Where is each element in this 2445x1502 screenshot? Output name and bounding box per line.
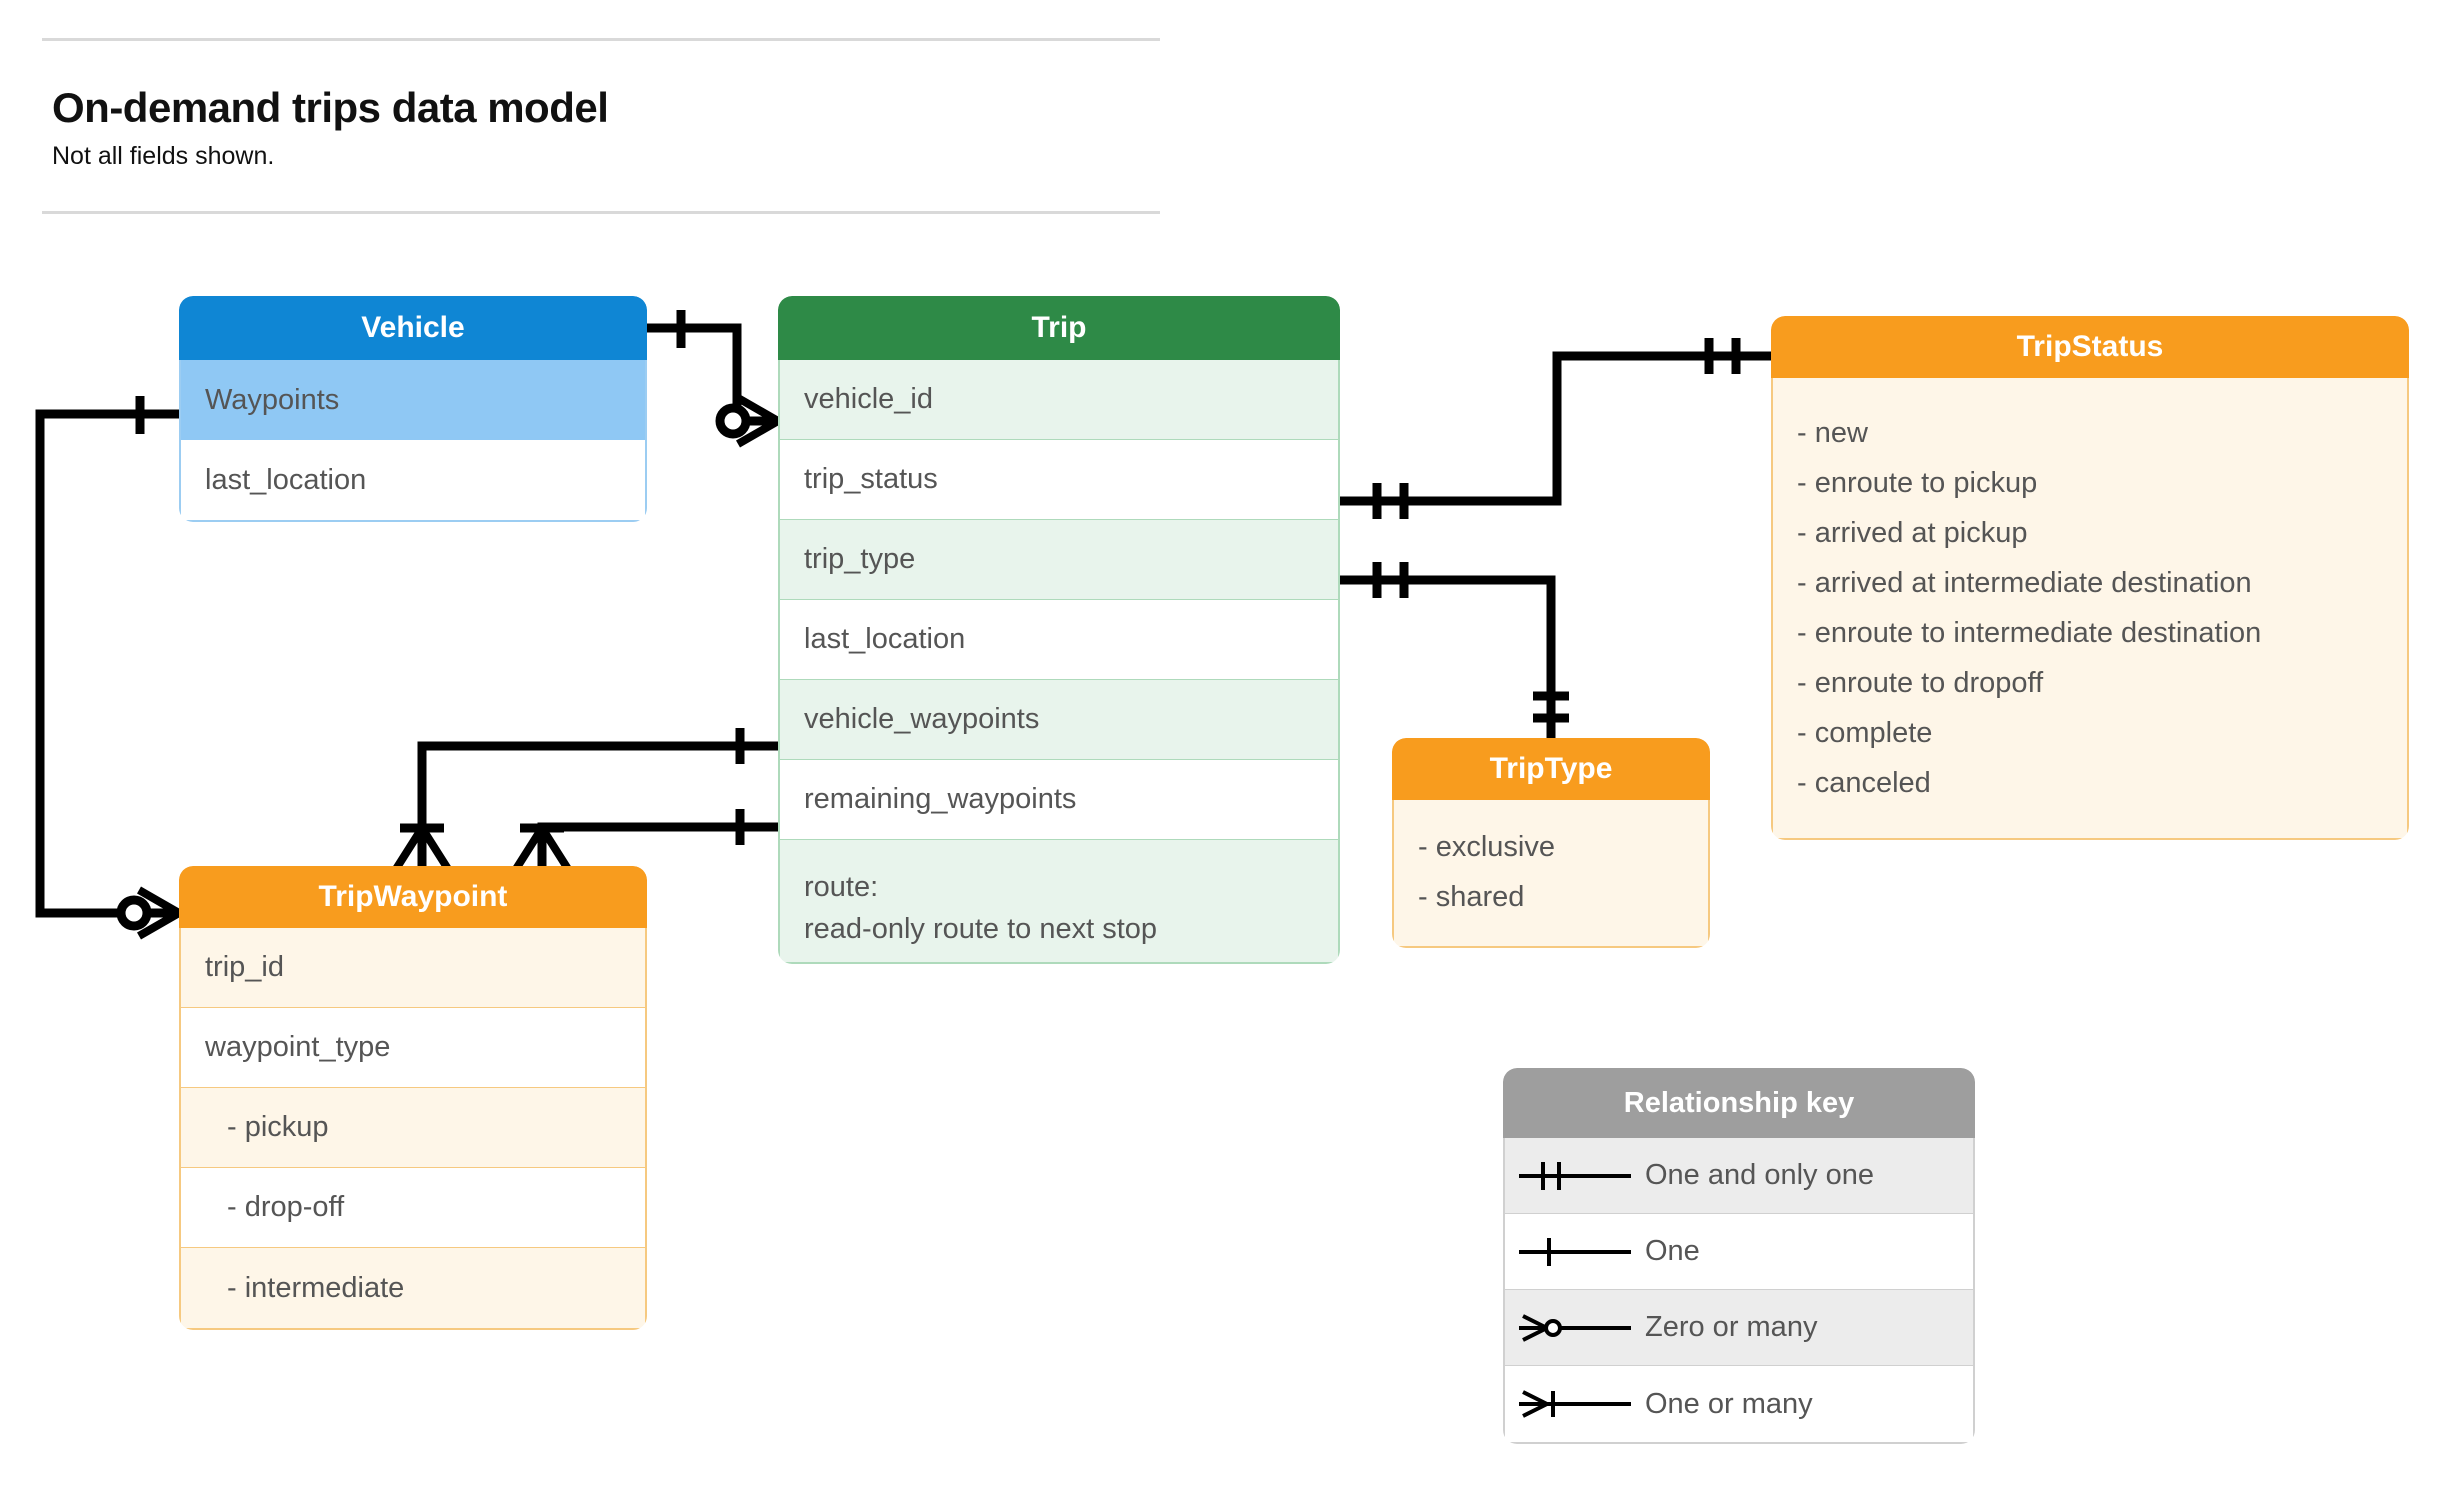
tripstatus-value-arrived-at-intermediate-destination: - arrived at intermediate destination bbox=[1797, 566, 2252, 599]
triptype-value-shared: - shared bbox=[1418, 880, 1525, 913]
connector-tripstatus bbox=[1340, 351, 1771, 506]
legend-row-zero-or-many: Zero or many bbox=[1505, 1290, 1973, 1366]
entity-tripwaypoint[interactable]: TripWaypoint trip_id waypoint_type - pic… bbox=[179, 866, 647, 1330]
connector-remaining-waypoints bbox=[537, 822, 778, 866]
page-title: On-demand trips data model bbox=[52, 84, 609, 131]
entity-trip-body: vehicle_id trip_status trip_type last_lo… bbox=[778, 360, 1340, 964]
tripstatus-value-enroute-to-dropoff: - enroute to dropoff bbox=[1797, 666, 2044, 699]
relationship-key-legend[interactable]: Relationship key One and only one bbox=[1503, 1068, 1975, 1444]
tripstatus-value-new: - new bbox=[1797, 416, 1868, 449]
field-trip-route-label: route: bbox=[804, 871, 879, 903]
entity-vehicle-body: Waypoints last_location bbox=[179, 360, 647, 522]
relationship-key-body: One and only one One bbox=[1503, 1138, 1975, 1444]
waypoint-type-value-drop-off: - drop-off bbox=[181, 1168, 645, 1248]
zero-or-many-icon bbox=[1505, 1308, 1645, 1348]
connector-vehicle-to-trip bbox=[647, 323, 778, 426]
tripstatus-value-enroute-to-intermediate-destination: - enroute to intermediate destination bbox=[1797, 616, 2262, 649]
field-trip-remaining-waypoints[interactable]: remaining_waypoints bbox=[780, 760, 1338, 840]
entity-tripstatus-title: TripStatus bbox=[1771, 316, 2409, 378]
entity-tripstatus[interactable]: TripStatus - new - enroute to pickup - a… bbox=[1771, 316, 2409, 840]
connector-waypoints-to-tripwaypoint bbox=[35, 409, 179, 918]
tripstatus-value-complete: - complete bbox=[1797, 716, 1933, 749]
legend-row-one-or-many: One or many bbox=[1505, 1366, 1973, 1442]
legend-label-one-or-many: One or many bbox=[1645, 1387, 1813, 1420]
field-trip-route[interactable]: route: read-only route to next stop bbox=[780, 840, 1338, 962]
legend-row-one: One bbox=[1505, 1214, 1973, 1290]
header-rule-bottom-wrap bbox=[42, 211, 1162, 215]
field-vehicle-waypoints[interactable]: Waypoints bbox=[181, 360, 645, 440]
field-vehicle-last-location[interactable]: last_location bbox=[181, 440, 645, 520]
crowsfoot-trip-vehicle-id bbox=[732, 394, 780, 448]
one-or-many-icon bbox=[1505, 1384, 1645, 1424]
field-trip-trip-status[interactable]: trip_status bbox=[780, 440, 1338, 520]
legend-label-one: One bbox=[1645, 1235, 1700, 1267]
field-trip-last-location[interactable]: last_location bbox=[780, 600, 1338, 680]
tripstatus-value-arrived-at-pickup: - arrived at pickup bbox=[1797, 516, 2028, 549]
relationship-key-title: Relationship key bbox=[1503, 1068, 1975, 1138]
one-icon bbox=[1505, 1232, 1645, 1272]
tripstatus-value-enroute-to-pickup: - enroute to pickup bbox=[1797, 466, 2038, 499]
header-rule-bottom bbox=[42, 211, 1160, 215]
zero-circle-trip-vehicle-id bbox=[715, 403, 751, 439]
one-and-only-one-icon bbox=[1505, 1156, 1645, 1196]
entity-tripwaypoint-title: TripWaypoint bbox=[179, 866, 647, 928]
field-tripwaypoint-waypoint-type[interactable]: waypoint_type bbox=[181, 1008, 645, 1088]
legend-row-one-and-only-one: One and only one bbox=[1505, 1138, 1973, 1214]
entity-tripwaypoint-body: trip_id waypoint_type - pickup - drop-of… bbox=[179, 928, 647, 1330]
entity-triptype-title: TripType bbox=[1392, 738, 1710, 800]
triptype-value-exclusive: - exclusive bbox=[1418, 830, 1555, 863]
page-header: On-demand trips data model Not all field… bbox=[42, 38, 1162, 215]
legend-label-one-and-only-one: One and only one bbox=[1645, 1159, 1874, 1191]
field-trip-route-description: read-only route to next stop bbox=[804, 913, 1158, 946]
zero-circle-tripwaypoint-header bbox=[116, 895, 152, 931]
waypoint-type-value-pickup: - pickup bbox=[181, 1088, 645, 1168]
field-trip-vehicle-id[interactable]: vehicle_id bbox=[780, 360, 1338, 440]
legend-label-zero-or-many: Zero or many bbox=[1645, 1311, 1818, 1343]
field-trip-trip-type[interactable]: trip_type bbox=[780, 520, 1338, 600]
header-rule-top bbox=[42, 38, 1160, 41]
entity-trip[interactable]: Trip vehicle_id trip_status trip_type la… bbox=[778, 296, 1340, 964]
entity-vehicle-title: Vehicle bbox=[179, 296, 647, 360]
entity-triptype-body: - exclusive - shared bbox=[1392, 800, 1710, 948]
crowsfoot-tripwaypoint-header bbox=[133, 886, 181, 940]
entity-tripstatus-body: - new - enroute to pickup - arrived at p… bbox=[1771, 378, 2409, 840]
page-subtitle: Not all fields shown. bbox=[52, 142, 275, 171]
waypoint-type-value-intermediate: - intermediate bbox=[181, 1248, 645, 1328]
connector-triptype bbox=[1340, 575, 1556, 738]
field-tripwaypoint-trip-id[interactable]: trip_id bbox=[181, 928, 645, 1008]
connector-vehicle-waypoints bbox=[417, 741, 778, 866]
field-trip-vehicle-waypoints[interactable]: vehicle_waypoints bbox=[780, 680, 1338, 760]
tripstatus-value-canceled: - canceled bbox=[1797, 766, 1931, 799]
entity-triptype[interactable]: TripType - exclusive - shared bbox=[1392, 738, 1710, 948]
entity-trip-title: Trip bbox=[778, 296, 1340, 360]
entity-vehicle[interactable]: Vehicle Waypoints last_location bbox=[179, 296, 647, 522]
